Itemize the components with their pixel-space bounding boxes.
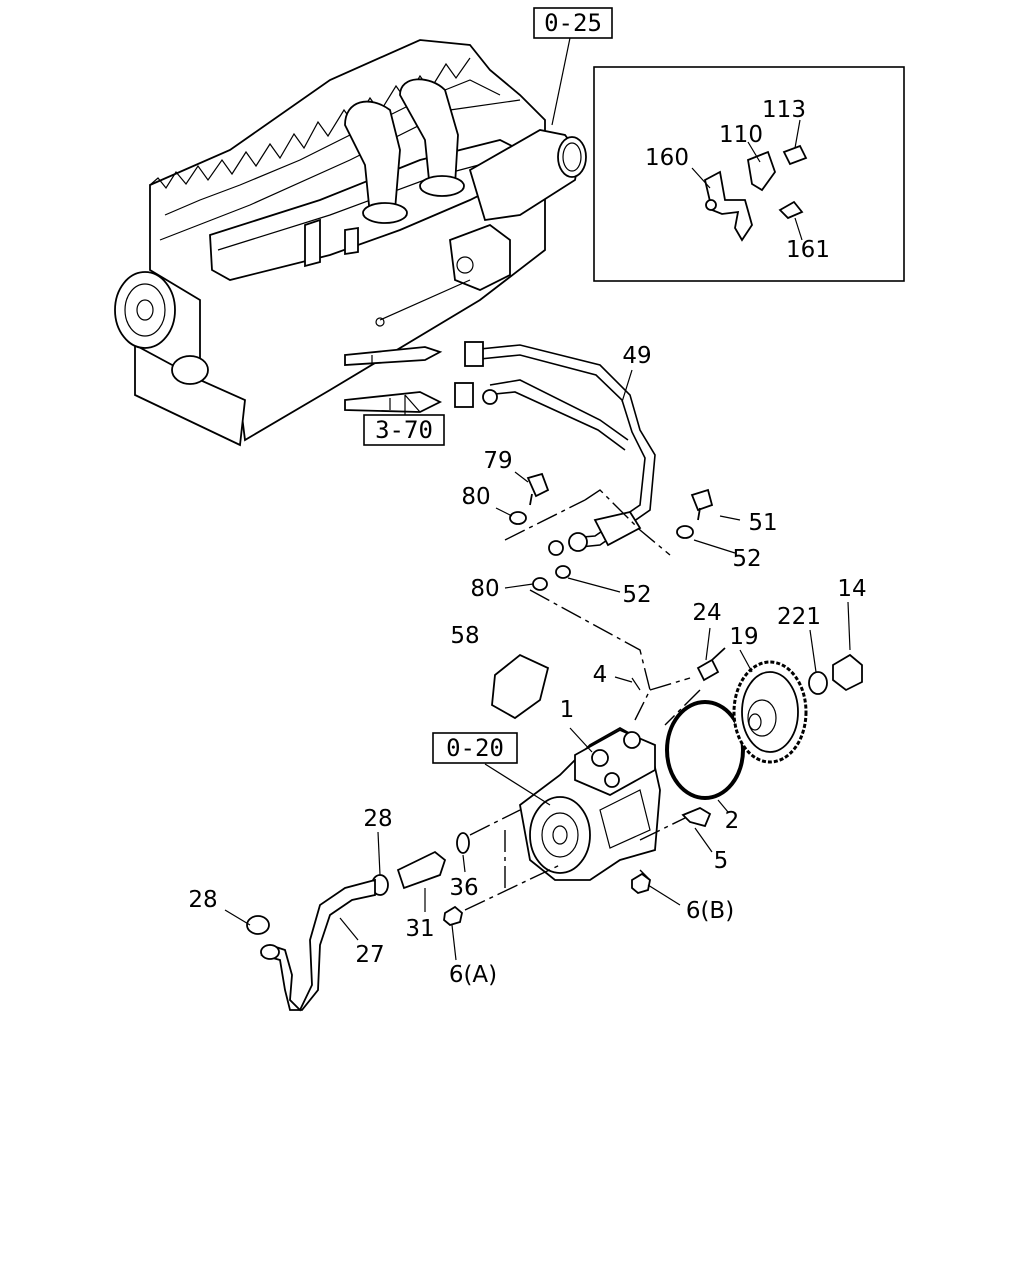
ref-3-70: 3-70 (375, 416, 433, 444)
ref-0-25: 0-25 (544, 9, 602, 37)
bracket-58 (491, 653, 550, 720)
label-6a: 6(A) (449, 962, 497, 988)
label-161: 161 (786, 237, 830, 263)
label-5: 5 (714, 848, 729, 874)
inset-box (593, 66, 905, 282)
inset-bolt-161 (778, 200, 804, 220)
bolt-24 (696, 647, 726, 682)
washer-80a (509, 511, 527, 525)
label-52a: 52 (732, 546, 761, 572)
engine-block (114, 39, 587, 447)
label-4: 4 (593, 662, 608, 688)
label-58: 58 (450, 623, 479, 649)
leader-lines (224, 37, 851, 961)
label-19: 19 (729, 624, 758, 650)
clamp-28-lower (246, 915, 270, 935)
label-113: 113 (762, 97, 806, 123)
label-110: 110 (719, 122, 763, 148)
label-52b: 52 (622, 582, 651, 608)
fitting-31 (396, 850, 447, 890)
label-27: 27 (355, 942, 384, 968)
nut-6b (631, 872, 651, 895)
fuel-line-49 (454, 341, 656, 556)
label-6b: 6(B) (686, 898, 734, 924)
o-ring-36 (456, 832, 470, 854)
inset-bracket-160 (703, 170, 753, 242)
ref-box-0-20 (432, 732, 518, 764)
label-80a: 80 (461, 484, 490, 510)
label-80b: 80 (470, 576, 499, 602)
label-31: 31 (405, 916, 434, 942)
bolt-51 (690, 488, 714, 521)
label-36: 36 (449, 875, 478, 901)
washer-221 (808, 671, 828, 695)
bolt-79 (526, 472, 550, 506)
label-79: 79 (483, 448, 512, 474)
bolt-5 (681, 806, 712, 828)
gear-19 (732, 660, 808, 764)
washer-52a (676, 525, 694, 539)
label-160: 160 (645, 145, 689, 171)
nut-14 (832, 653, 863, 692)
label-2: 2 (725, 808, 740, 834)
label-28a: 28 (363, 806, 392, 832)
pin-4 (631, 677, 641, 691)
ref-box-0-25 (533, 7, 613, 39)
ref-0-20: 0-20 (446, 734, 504, 762)
washer-52b (555, 565, 571, 579)
label-1: 1 (560, 697, 575, 723)
label-28b: 28 (188, 887, 217, 913)
hose-end (260, 944, 280, 960)
label-14: 14 (837, 576, 866, 602)
label-24: 24 (692, 600, 721, 626)
inset-bolt-113 (782, 144, 808, 166)
washer-80b (532, 577, 548, 591)
label-51: 51 (748, 510, 777, 536)
ref-box-3-70 (363, 414, 445, 446)
o-ring-2 (665, 700, 745, 800)
part-labels: 113 110 160 161 49 79 80 51 52 80 52 58 … (188, 97, 866, 988)
label-221: 221 (777, 604, 821, 630)
label-49: 49 (622, 343, 651, 369)
inset-clip-110 (746, 150, 777, 192)
injection-pump (519, 726, 661, 881)
nut-6a (443, 905, 463, 927)
